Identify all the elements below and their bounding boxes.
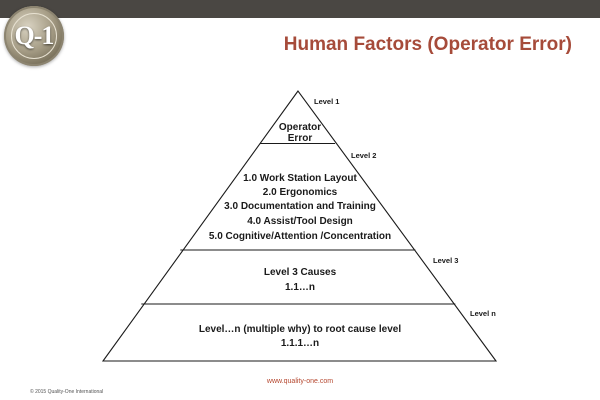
tier-3-line-2: 1.1…n xyxy=(285,282,315,293)
tier-2-line-1: 1.0 Work Station Layout xyxy=(243,173,357,184)
tier-2-line-2: 2.0 Ergonomics xyxy=(263,187,338,198)
level-label-3: Level 3 xyxy=(433,256,458,265)
pyramid-outline xyxy=(101,90,498,362)
tier-2-line-5: 5.0 Cognitive/Attention /Concentration xyxy=(209,231,391,242)
tier-2-line-3: 3.0 Documentation and Training xyxy=(224,201,376,212)
footer-url-link[interactable]: www.quality-one.com xyxy=(266,378,334,385)
tier-3-line-1: Level 3 Causes xyxy=(264,267,337,278)
tier-1-line-1: Operator xyxy=(279,122,321,133)
logo-text: Q-1 xyxy=(14,21,55,50)
tier-1-line-2: Error xyxy=(288,133,313,144)
page-title: Human Factors (Operator Error) xyxy=(283,34,572,55)
level-label-n: Level n xyxy=(470,309,496,318)
tier-n-line-1: Level…n (multiple why) to root cause lev… xyxy=(199,324,401,335)
logo-ring: Q-1 xyxy=(11,13,57,59)
copyright-notice: © 2015 Quality-One International xyxy=(30,389,104,395)
top-bar xyxy=(0,0,600,18)
quality-one-logo: Q-1 xyxy=(4,6,64,66)
level-label-1: Level 1 xyxy=(314,97,339,106)
tier-n-line-2: 1.1.1…n xyxy=(281,338,319,349)
tier-2-line-4: 4.0 Assist/Tool Design xyxy=(247,216,353,227)
level-label-2: Level 2 xyxy=(351,151,376,160)
